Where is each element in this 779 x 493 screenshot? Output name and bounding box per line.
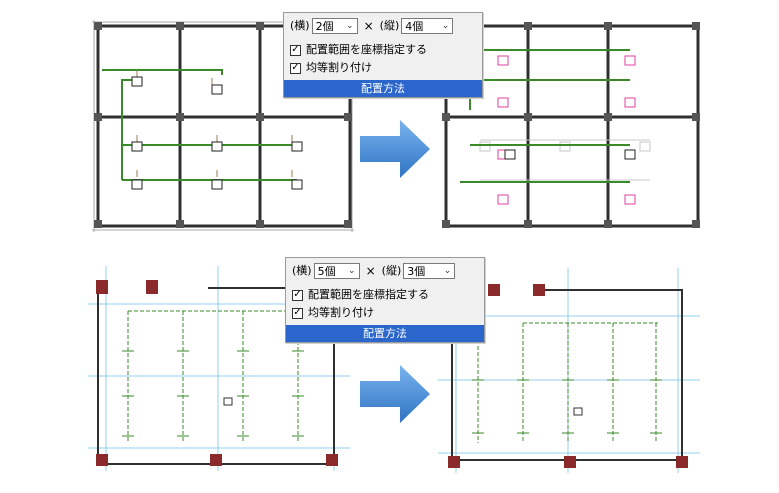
vertical-count-select[interactable]: 3個 ⌄ (403, 263, 456, 279)
arrow-right-icon (360, 120, 430, 178)
placement-dialog: (横) 5個 ⌄ × (縦) 3個 ⌄ ✓ 配置範囲を座標指定する ✓ 均等割り… (285, 257, 485, 343)
horizontal-count-value: 2個 (315, 20, 334, 33)
floor-plan-drawing (442, 22, 700, 228)
placement-dialog: (横) 2個 ⌄ × (縦) 4個 ⌄ ✓ 配置範囲を座標指定する ✓ 均等割り… (283, 12, 483, 98)
equal-distribution-checkbox[interactable]: ✓ 均等割り付け (290, 59, 372, 77)
horizontal-count-select[interactable]: 5個 ⌄ (313, 263, 360, 279)
check-icon: ✓ (290, 62, 301, 74)
vertical-count-value: 3個 (407, 265, 426, 278)
coordinate-checkbox[interactable]: ✓ 配置範囲を座標指定する (290, 41, 427, 59)
chevron-down-icon: ⌄ (443, 266, 452, 276)
horizontal-label: (横) (290, 19, 310, 32)
equal-option-label: 均等割り付け (306, 61, 372, 74)
vertical-count-value: 4個 (405, 20, 424, 33)
check-icon: ✓ (292, 307, 303, 319)
horizontal-label: (横) (292, 264, 312, 277)
vertical-label: (縦) (381, 264, 402, 277)
vertical-count-select[interactable]: 4個 ⌄ (401, 18, 454, 34)
horizontal-count-value: 5個 (317, 265, 336, 278)
coordinate-option-label: 配置範囲を座標指定する (308, 288, 429, 301)
check-icon: ✓ (290, 44, 301, 56)
plan-top-after (440, 20, 702, 232)
dialog-title-bar: 配置方法 (284, 80, 482, 97)
chevron-down-icon: ⌄ (346, 21, 354, 31)
floor-plan-drawing (88, 266, 350, 471)
coordinate-option-label: 配置範囲を座標指定する (306, 43, 427, 56)
equal-distribution-checkbox[interactable]: ✓ 均等割り付け (292, 304, 374, 322)
dialog-title-bar: 配置方法 (286, 325, 484, 342)
chevron-down-icon: ⌄ (441, 21, 450, 31)
times-symbol: × (363, 19, 374, 33)
times-symbol: × (365, 264, 376, 278)
floor-plan-drawing (438, 268, 700, 473)
equal-option-label: 均等割り付け (308, 306, 374, 319)
arrow-right-icon (360, 365, 430, 423)
chevron-down-icon: ⌄ (348, 266, 356, 276)
check-icon: ✓ (292, 289, 303, 301)
horizontal-count-select[interactable]: 2個 ⌄ (311, 18, 358, 34)
vertical-label: (縦) (379, 19, 400, 32)
coordinate-checkbox[interactable]: ✓ 配置範囲を座標指定する (292, 286, 429, 304)
